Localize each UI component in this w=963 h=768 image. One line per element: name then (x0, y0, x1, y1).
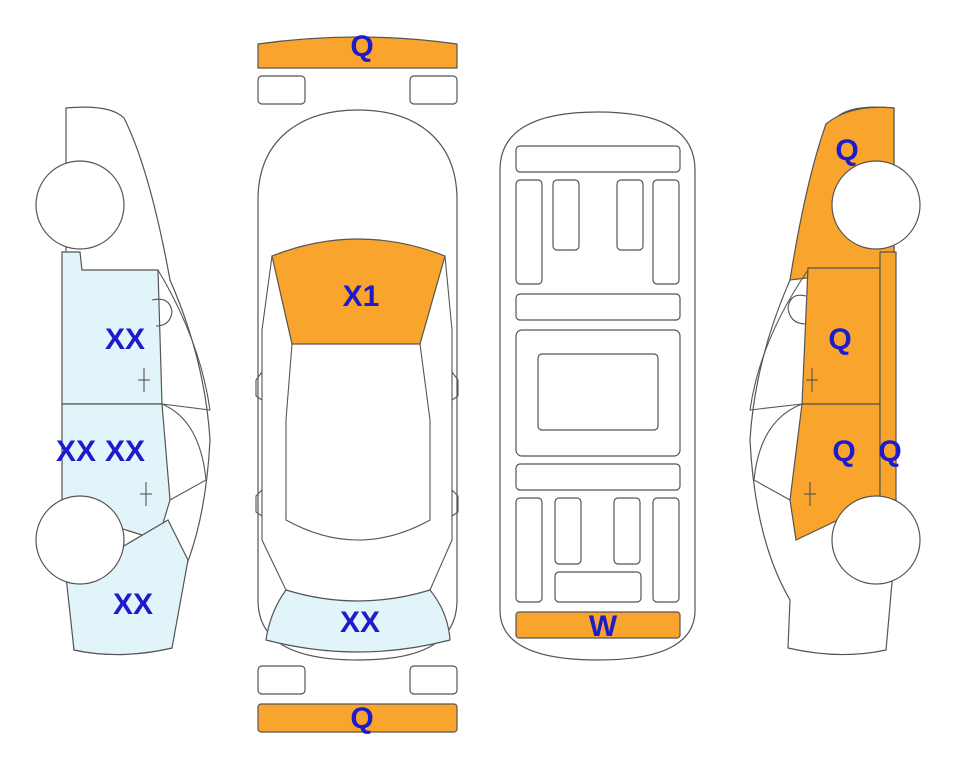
label-left-rear-door: XX (105, 435, 145, 468)
underbody-left-inner-front (552, 179, 580, 251)
cabin-outline (285, 343, 431, 541)
underbody-rear-crossmember (515, 463, 681, 491)
right-pillar-line (753, 403, 803, 501)
rear-right-tire-top (409, 665, 458, 695)
rear-bumper-panel[interactable] (257, 703, 458, 733)
underbody-spare-well (554, 571, 642, 603)
label-left-front-door: XX (105, 323, 145, 356)
label-hood: X1 (343, 280, 380, 313)
right-rocker-panel[interactable] (879, 251, 897, 501)
top-view (255, 36, 459, 733)
right-front-wheel (831, 160, 921, 250)
underbody-view (499, 111, 696, 661)
left-mirror (151, 298, 173, 327)
left-pillar-line (261, 255, 287, 591)
label-right-front-fender: Q (835, 134, 858, 167)
underbody-rear-panel[interactable] (515, 611, 681, 639)
front-bumper-panel[interactable] (257, 36, 458, 69)
left-side-view (35, 106, 211, 656)
hood-panel[interactable] (271, 238, 446, 345)
rear-left-tire-top (257, 665, 306, 695)
label-left-rear-quarter: XX (113, 588, 153, 621)
underbody-left-rail-rear (515, 497, 543, 603)
front-left-tire-top (257, 75, 306, 105)
underbody-left-inner-rear (554, 497, 582, 565)
underbody-mid-crossmember (515, 293, 681, 321)
right-mirror (451, 371, 459, 401)
label-underbody-rear: W (589, 610, 618, 643)
right-window-line (749, 269, 809, 411)
underbody-right-inner-rear (613, 497, 641, 565)
left-mirror (255, 371, 263, 401)
front-right-tire-top (409, 75, 458, 105)
label-trunk-lid: XX (340, 606, 380, 639)
label-front-bumper: Q (350, 30, 373, 63)
underbody-floor-center (537, 353, 659, 431)
left-front-wheel (35, 160, 125, 250)
left-rear-quarter-panel[interactable] (61, 519, 189, 656)
label-rear-bumper: Q (350, 702, 373, 735)
trunk-lid-panel[interactable] (265, 589, 451, 653)
right-pillar-line (429, 255, 453, 591)
label-right-rear-door: Q (832, 435, 855, 468)
underbody-right-rail-rear (652, 497, 680, 603)
underbody-right-inner-front (616, 179, 644, 251)
top-view-body (257, 109, 458, 661)
left-pillar-line (161, 403, 207, 501)
label-right-rocker: Q (878, 435, 901, 468)
underbody-right-rail-front (652, 179, 680, 285)
label-left-rocker: XX (56, 435, 96, 468)
left-handle-rear (255, 489, 263, 517)
left-window-line (157, 269, 211, 411)
right-mirror (787, 294, 807, 325)
underbody-left-rail-front (515, 179, 543, 285)
damage-labels: Q X1 XX Q W XX XX XX XX Q Q Q Q (56, 30, 902, 735)
underbody-front-crossmember (515, 145, 681, 173)
label-right-front-door: Q (828, 323, 851, 356)
left-rear-wheel (35, 495, 125, 585)
right-handle-rear (451, 489, 459, 517)
right-side-view (749, 106, 921, 656)
right-rear-wheel (831, 495, 921, 585)
